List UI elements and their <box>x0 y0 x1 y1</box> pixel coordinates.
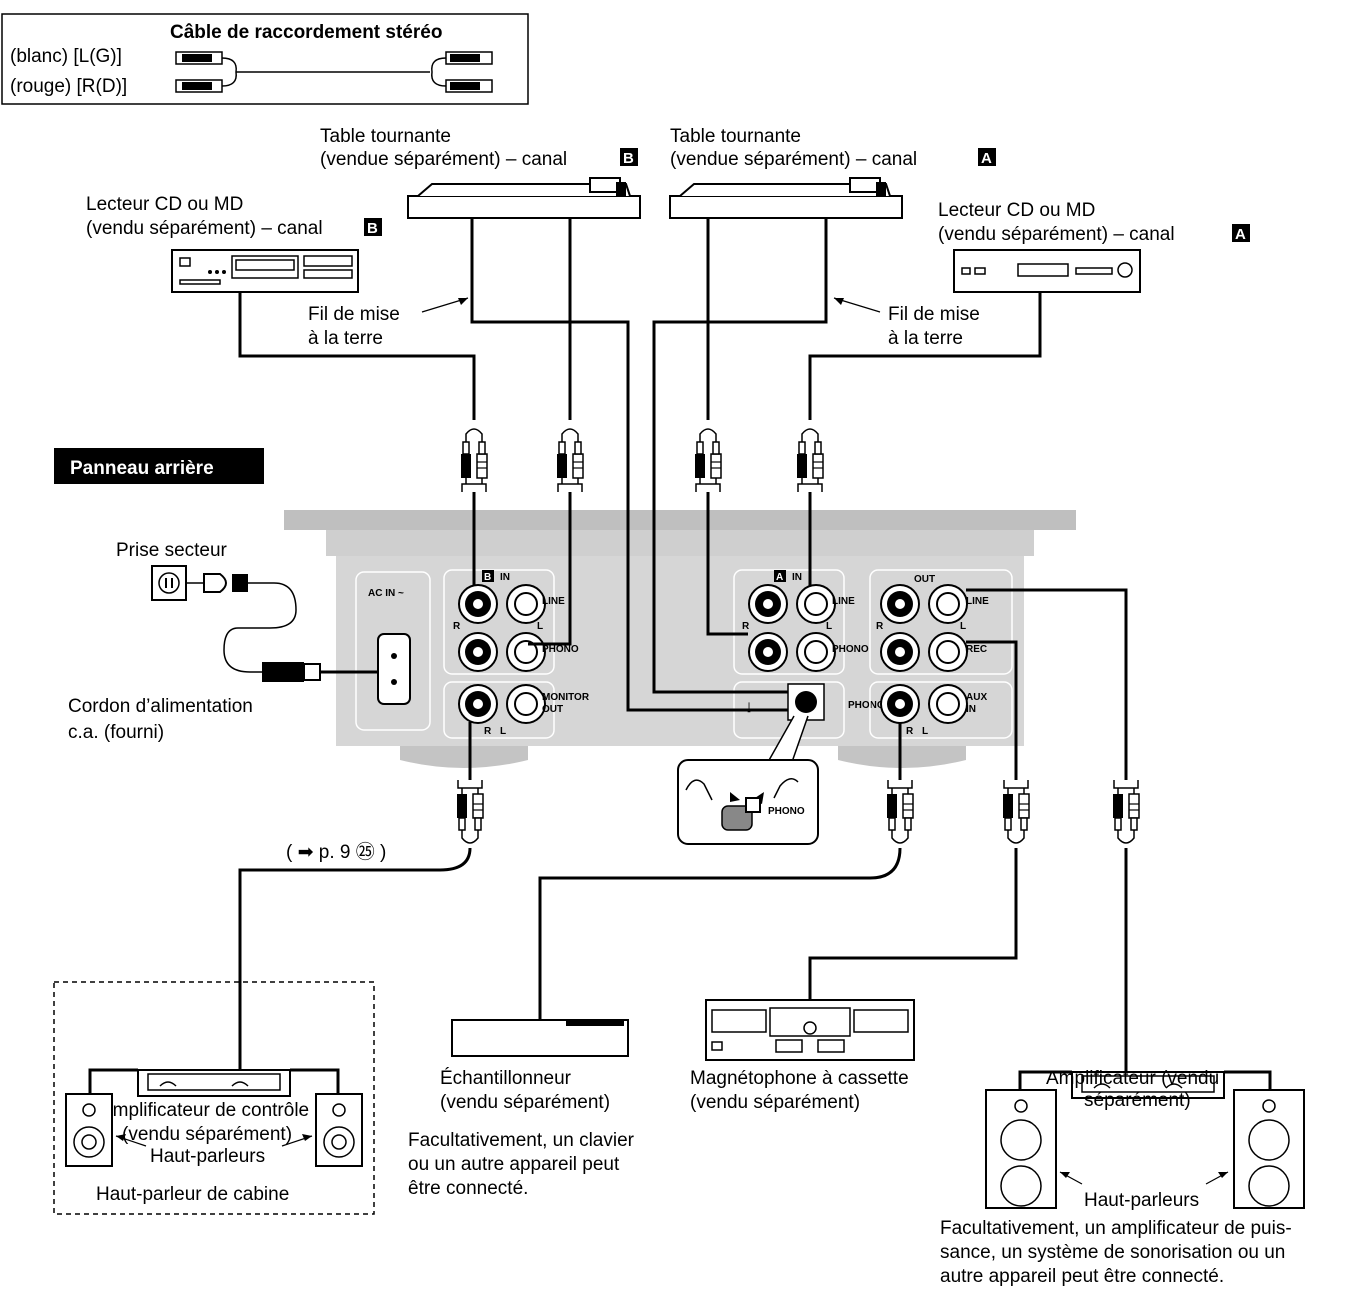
booth-speaker-box <box>53 981 375 1215</box>
svg-text:A: A <box>776 572 783 583</box>
cd-a-label-1: Lecteur CD ou MD <box>938 200 1095 221</box>
cassette-deck-icon <box>705 999 915 1061</box>
turntable-b-label-2: (vendue séparément) – canal <box>320 149 567 170</box>
amp-note-3: autre appareil peut être connecté. <box>940 1266 1224 1287</box>
amp-note-1: Facultativement, un amplificateur de pui… <box>940 1218 1292 1239</box>
turntable-b-icon <box>407 177 641 219</box>
badge-a <box>978 148 996 166</box>
svg-text:PHONO: PHONO <box>848 700 885 711</box>
svg-text:B: B <box>367 220 378 237</box>
svg-text:R: R <box>906 726 914 737</box>
ac-inlet-socket[interactable] <box>377 633 411 705</box>
turntable-b-label-1: Table tournante <box>320 126 451 147</box>
page-reference: ( ➡ p. 9 ㉕ ) <box>286 841 386 863</box>
monitor-amp-icon <box>137 1069 291 1097</box>
svg-text:B: B <box>484 572 491 583</box>
rear-panel: AC IN ~ B IN LINE R L PHONO MONITOR OUT … <box>284 510 1076 768</box>
cable-plug-icon <box>175 51 493 93</box>
cassette-label-1: Magnétophone à cassette <box>690 1068 909 1089</box>
svg-text:A: A <box>1235 226 1246 243</box>
svg-text:L: L <box>826 621 832 632</box>
power-cord-label-1: Cordon d’alimentation <box>68 696 253 717</box>
cable-left-red: (rouge) [R(D)] <box>10 76 127 97</box>
sampler-label-2: (vendu séparément) <box>440 1092 610 1113</box>
amp-label-2: séparément) <box>1084 1090 1191 1111</box>
svg-text:B: B <box>623 150 634 167</box>
booth-speaker-right-icon <box>315 1093 363 1167</box>
svg-text:A: A <box>981 150 992 167</box>
stereo-cable-box: Câble de raccordement stéréo (blanc) [L(… <box>1 13 529 105</box>
booth-label: Haut-parleur de cabine <box>96 1184 289 1205</box>
svg-text:OUT: OUT <box>542 704 563 715</box>
rear-panel-title-bg <box>54 448 264 484</box>
svg-text:LINE: LINE <box>966 596 989 607</box>
svg-text:L: L <box>500 726 506 737</box>
svg-text:IN: IN <box>792 572 802 583</box>
cd-player-a-icon <box>953 249 1141 293</box>
outlet-label: Prise secteur <box>116 540 228 561</box>
turntable-a-label-2: (vendue séparément) – canal <box>670 149 917 170</box>
booth-speakers-label: Haut-parleurs <box>150 1146 265 1167</box>
cd-b-label-1: Lecteur CD ou MD <box>86 194 243 215</box>
sampler-note-1: Facultativement, un clavier <box>408 1130 635 1151</box>
badge-b <box>620 148 638 166</box>
svg-text:MONITOR: MONITOR <box>542 692 590 703</box>
svg-text:L: L <box>960 621 966 632</box>
turntable-a-label-1: Table tournante <box>670 126 801 147</box>
power-cord-label-2: c.a. (fourni) <box>68 722 164 743</box>
ground-b-label-2: à la terre <box>308 328 383 349</box>
svg-text:LINE: LINE <box>832 596 855 607</box>
booth-speaker-left-icon <box>65 1093 113 1167</box>
speaker-left-icon <box>985 1089 1057 1209</box>
svg-text:IN: IN <box>500 572 510 583</box>
phono-ground-inset: PHONO <box>677 759 819 845</box>
svg-text:R: R <box>742 621 750 632</box>
sampler-note-3: être connecté. <box>408 1178 528 1199</box>
turntable-a-icon <box>669 177 903 219</box>
monitor-amp-label-2: (vendu séparément) <box>122 1124 292 1145</box>
svg-text:PHONO: PHONO <box>832 644 869 655</box>
monitor-amp-label-1: Amplificateur de contrôle <box>100 1100 309 1121</box>
svg-text:L: L <box>922 726 928 737</box>
ac-in-label: AC IN ~ <box>368 588 404 599</box>
speaker-right-icon <box>1233 1089 1305 1209</box>
svg-text:AUX: AUX <box>966 692 987 703</box>
svg-text:R: R <box>453 621 461 632</box>
svg-text:L: L <box>537 621 543 632</box>
svg-text:OUT: OUT <box>914 574 935 585</box>
svg-text:PHONO: PHONO <box>542 644 579 655</box>
cd-b-label-2: (vendu séparément) – canal <box>86 218 323 239</box>
cd-a-label-2: (vendu séparément) – canal <box>938 224 1175 245</box>
amp-speakers-label: Haut-parleurs <box>1084 1190 1199 1211</box>
rear-panel-title: Panneau arrière <box>70 458 214 479</box>
cable-title: Câble de raccordement stéréo <box>170 22 442 43</box>
sampler-icon <box>451 1019 629 1057</box>
cassette-label-2: (vendu séparément) <box>690 1092 860 1113</box>
svg-text:PHONO: PHONO <box>768 806 805 817</box>
ground-a-label-1: Fil de mise <box>888 304 980 325</box>
svg-text:R: R <box>484 726 492 737</box>
svg-text:REC: REC <box>966 644 987 655</box>
svg-text:R: R <box>876 621 884 632</box>
cd-player-b-icon <box>171 249 359 293</box>
ground-a-label-2: à la terre <box>888 328 963 349</box>
amp-label-1: Amplificateur (vendu <box>1046 1068 1219 1089</box>
svg-text:IN: IN <box>966 704 976 715</box>
svg-text:LINE: LINE <box>542 596 565 607</box>
ground-symbol-icon: ⏚ <box>743 701 755 715</box>
cable-left-white: (blanc) [L(G)] <box>10 46 122 67</box>
wall-outlet-icon <box>151 565 248 601</box>
sampler-note-2: ou un autre appareil peut <box>408 1154 620 1175</box>
amplifier-icon <box>1071 1071 1225 1099</box>
amp-note-2: sance, un système de sonorisation ou un <box>940 1242 1285 1263</box>
power-plug-icon <box>262 662 378 682</box>
ground-b-label-1: Fil de mise <box>308 304 400 325</box>
sampler-label-1: Échantillonneur <box>440 1068 572 1089</box>
